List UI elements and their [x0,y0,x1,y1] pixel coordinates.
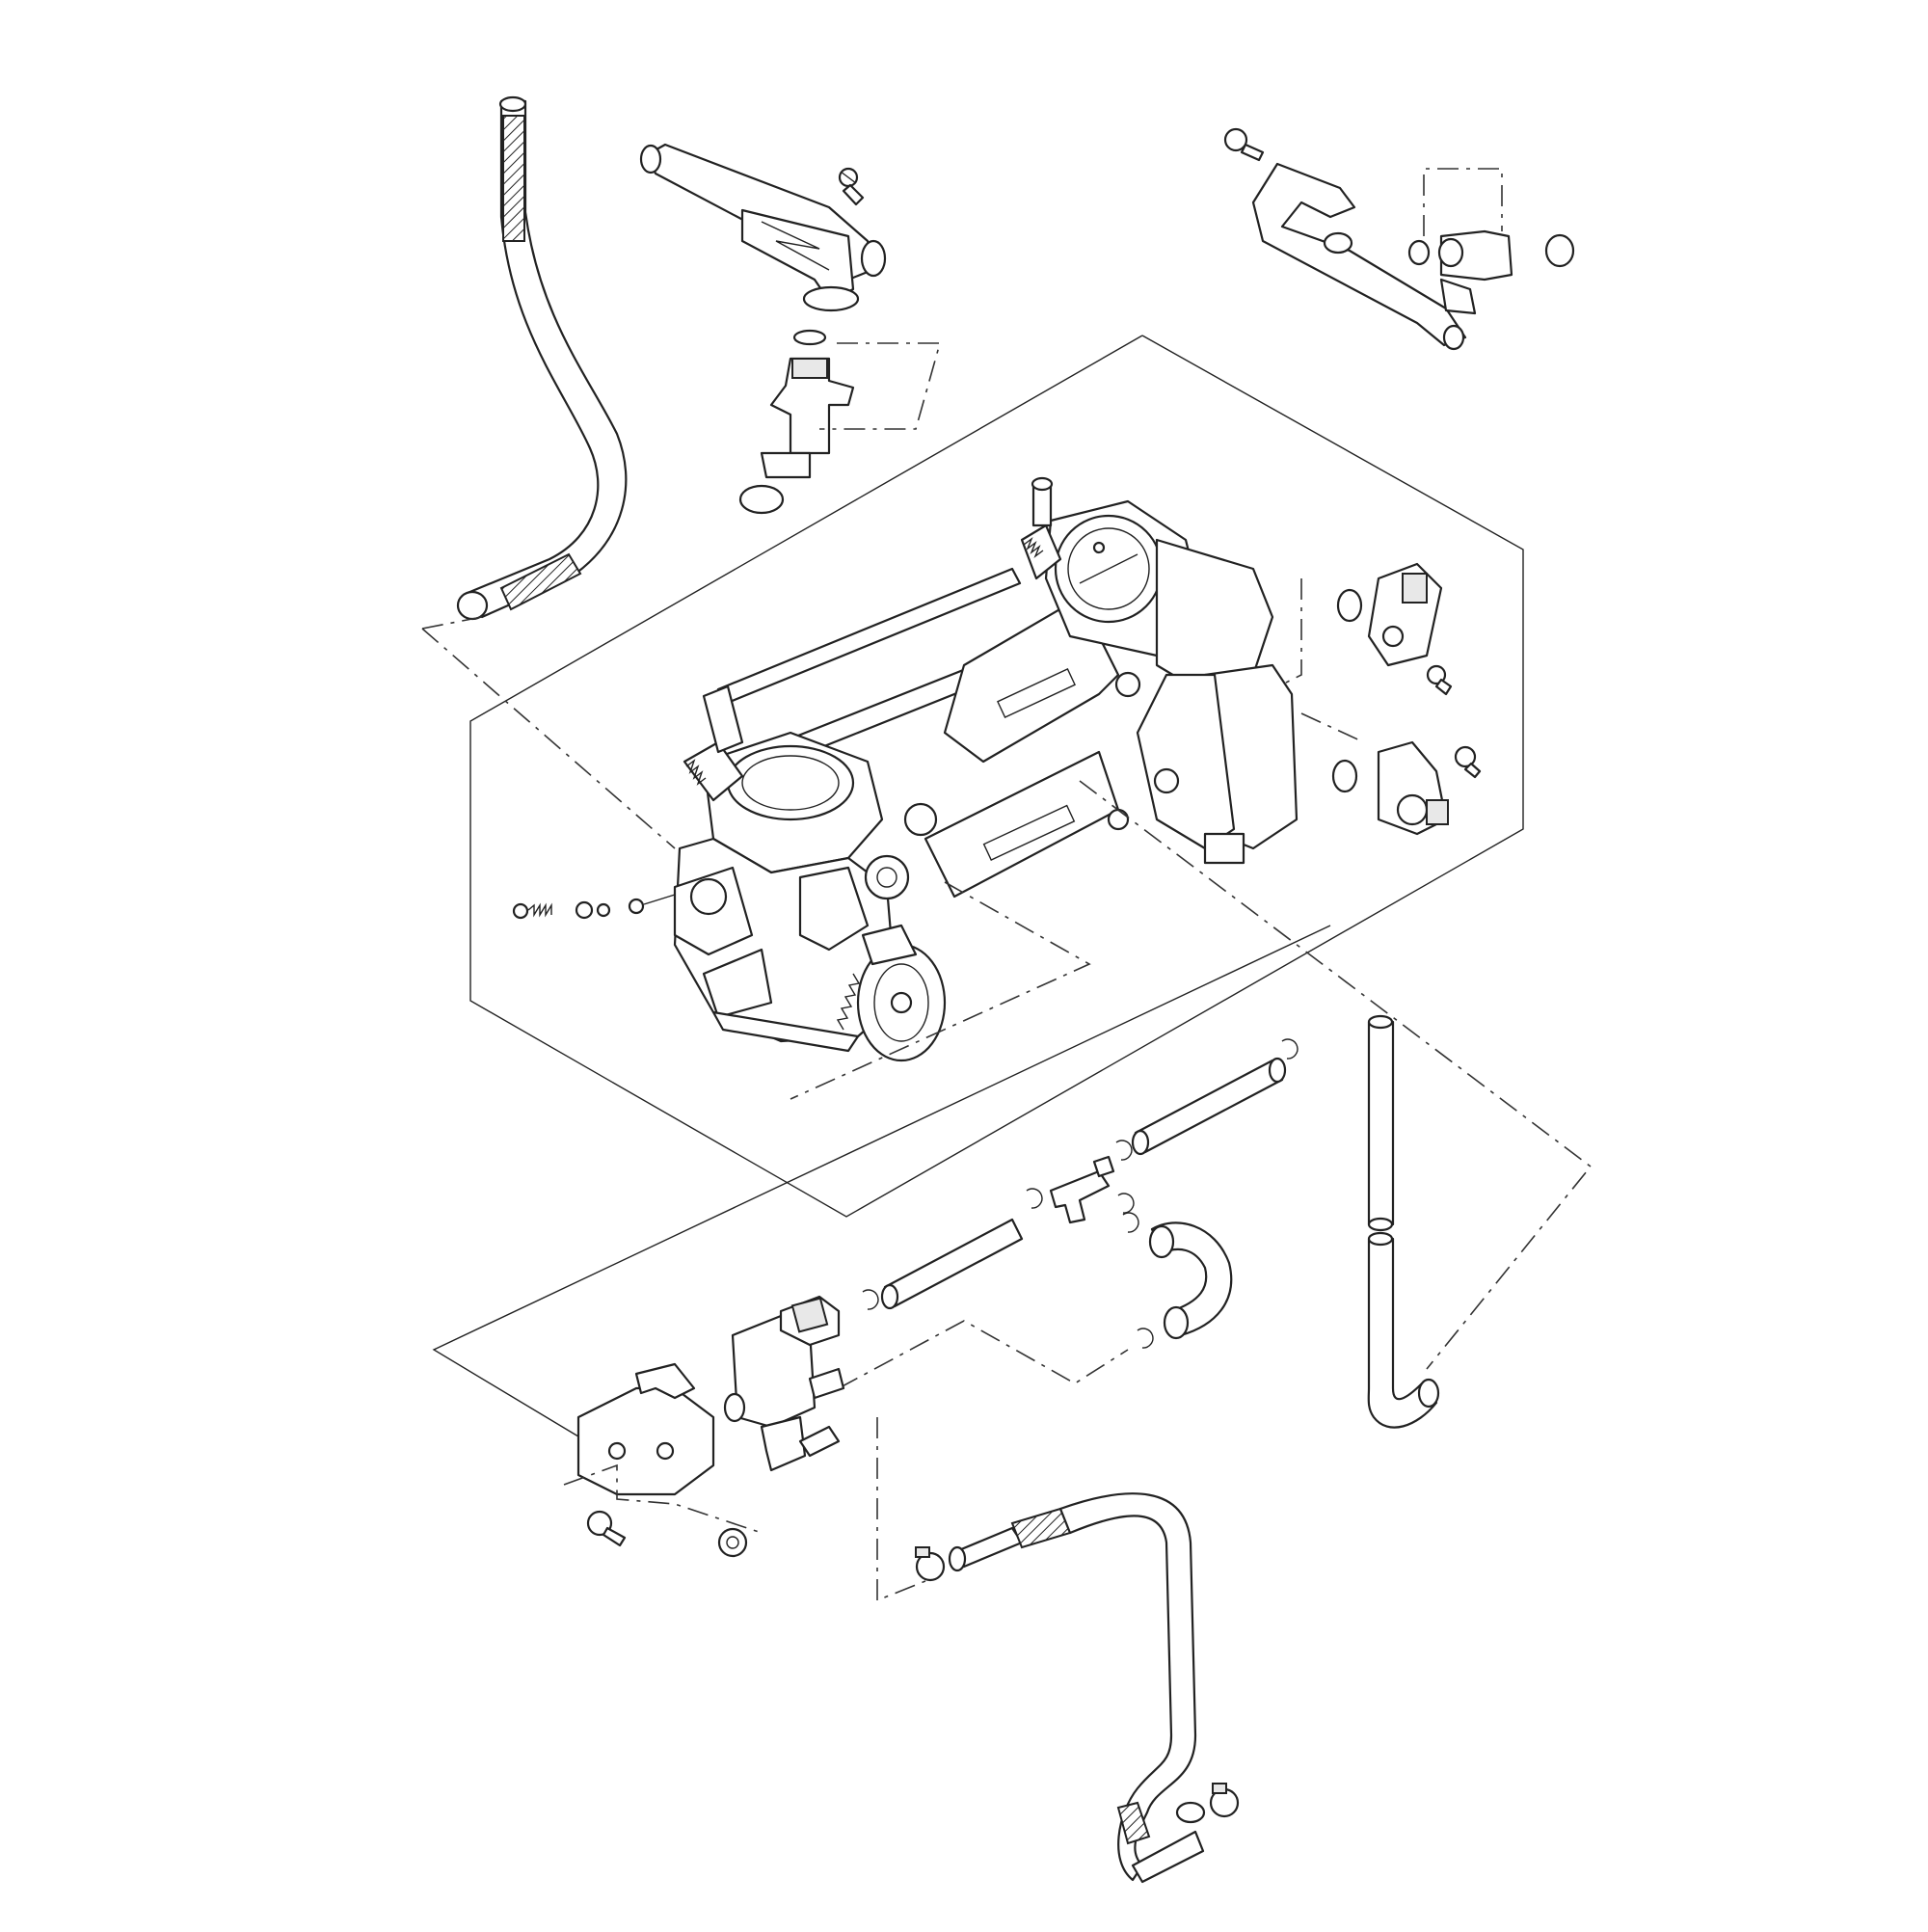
group-boundary [469,335,1524,1218]
throttle-position-sensor-lower [1331,740,1482,836]
leader-vacuum [838,1320,1129,1389]
fuel-injector-top [738,329,855,515]
leader-lower-right [1079,780,1593,1370]
leader-lower-hose [876,1417,926,1602]
leader-fuel-hose [421,616,483,630]
throttle-position-sensor-upper [1336,562,1453,696]
idle-adjust-screw [512,894,676,920]
vent-hose-lower [948,1492,1206,1884]
pipe-screw [838,167,865,206]
vacuum-tee-fitting [1026,1155,1139,1233]
bracket-nut [717,1527,748,1558]
leader-sensor-lower [1300,712,1365,743]
leader-injector-right [1423,168,1503,236]
solenoid-bracket [576,1362,715,1496]
bracket-bolt [586,1510,627,1547]
solenoid-valve [723,1295,845,1472]
leader-lower-left [790,881,1091,1100]
vacuum-hose-upper [1115,1038,1299,1161]
leader-sensor-upper [1281,578,1302,685]
leader-injector-top [819,342,942,430]
vacuum-hose-middle [862,1218,1024,1310]
fuel-delivery-pipe [639,143,887,312]
leader-fuel-hose-lower [421,628,676,849]
fuel-hose-left [456,95,628,621]
hose-clamp-lower [1209,1783,1240,1818]
hose-clamp-upper [915,1546,946,1582]
breather-hose-right [1367,1014,1440,1429]
lower-boundary-left [432,925,1331,1437]
vacuum-hose-elbow [1137,1221,1233,1349]
fuel-rail-right [1223,127,1467,351]
leader-bracket [563,1463,763,1534]
fuel-injector-right [1407,229,1575,315]
throttle-body-assembly [673,476,1299,1062]
